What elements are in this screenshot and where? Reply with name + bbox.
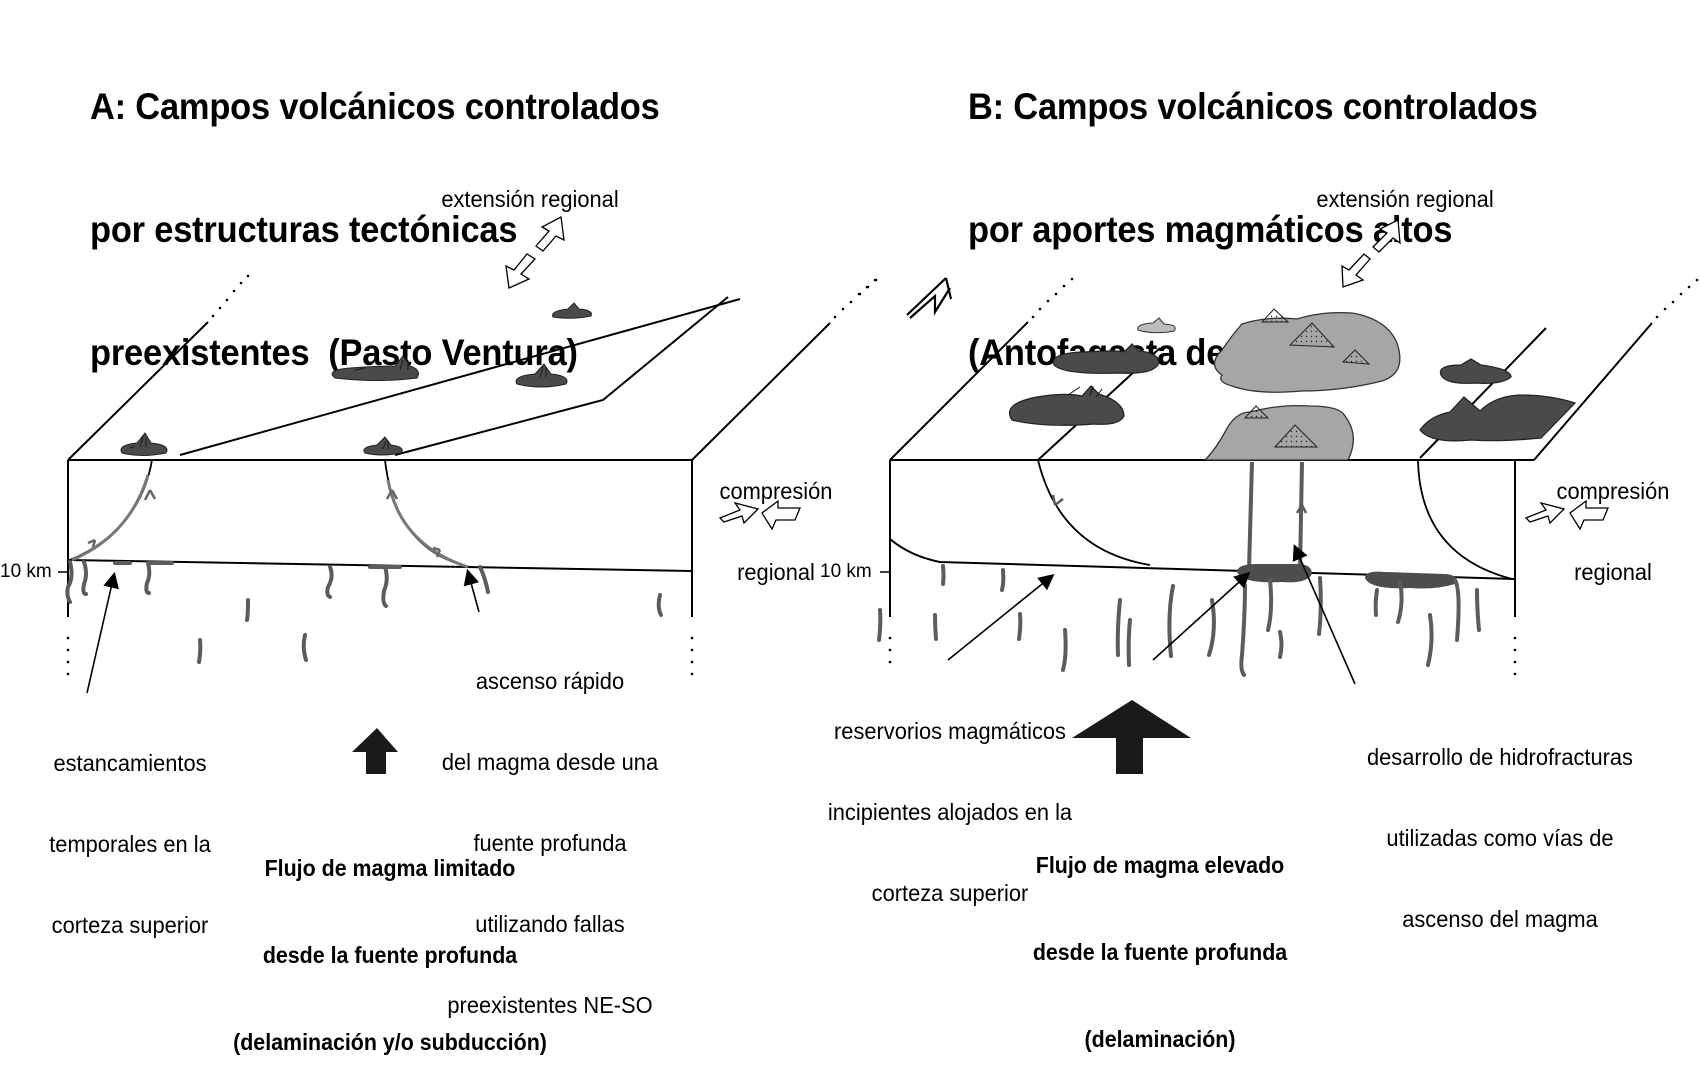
volcano-a3 — [331, 355, 419, 381]
panel-b-reservoir-2 — [1365, 571, 1457, 589]
panel-a-magma-path-1 — [71, 474, 150, 562]
panel-a-right-edge — [691, 322, 831, 461]
panel-a-left-annotation: estancamientos temporales en la corteza … — [35, 696, 225, 966]
panel-a-depth-label: 10 km — [0, 561, 52, 582]
diagram-canvas — [58, 215, 1699, 774]
panel-a-title: A: Campos volcánicos controlados por est… — [90, 4, 660, 414]
panel-b-compression-line-2: regional — [1574, 559, 1652, 585]
annotation-line: fuente profunda — [473, 830, 627, 856]
volcano-a4 — [515, 363, 568, 388]
north-arrow-icon — [906, 277, 953, 319]
flux-line: Flujo de magma limitado — [264, 855, 516, 881]
panel-a-block — [58, 215, 877, 774]
panel-b-fault-section-1 — [1037, 459, 1151, 566]
panel-a-flux-arrow-icon — [352, 728, 398, 774]
flux-line: (delaminación y/o subducción) — [233, 1029, 547, 1055]
panel-a-extension-arrow-icon — [505, 215, 565, 289]
volcano-a1 — [120, 432, 168, 456]
flux-line: desde la fuente profunda — [1032, 939, 1288, 965]
panel-a-dikes — [65, 560, 663, 664]
panel-b-bottom-dots — [888, 636, 1517, 676]
annotation-line: del magma desde una — [441, 749, 659, 775]
panel-a-left-pointer — [86, 571, 119, 694]
panel-a-title-line-1: A: Campos volcánicos controlados — [90, 86, 660, 127]
panel-a-volcanoes — [120, 302, 592, 456]
annotation-line: estancamientos — [53, 750, 207, 776]
flux-line: (delaminación) — [1084, 1026, 1236, 1052]
panel-b-compression-label: compresión regional — [1551, 424, 1675, 613]
panel-a-magma-path-2 — [386, 479, 469, 569]
panel-a-left-edge — [67, 321, 209, 461]
panel-b-lava-field-dark-1 — [1008, 385, 1125, 426]
panel-b-lava-field-light-lower — [1203, 404, 1354, 461]
panel-a-compression-arrows-icon — [718, 499, 801, 531]
panel-b-fault-section-2 — [1417, 459, 1513, 580]
annotation-line: utilizadas como vías de — [1386, 825, 1614, 851]
panel-b-depth-label: 10 km — [820, 561, 872, 582]
panel-b-lava-field-light-large — [1213, 308, 1401, 393]
panel-b-lava-field-dark-right — [1419, 358, 1577, 442]
panel-a-compression-label: compresión regional — [719, 424, 833, 613]
panel-b-compression-arrows-icon — [1524, 499, 1609, 531]
panel-b-left-pointer — [947, 573, 1055, 661]
panel-b-left-edge-dots — [858, 277, 1074, 319]
annotation-line: incipientes alojados en la — [827, 799, 1073, 825]
volcano-a2 — [363, 436, 403, 456]
annotation-line: ascenso rápido — [475, 668, 625, 694]
volcano-a5 — [552, 302, 592, 319]
panel-b-left-edge — [889, 321, 1029, 461]
panel-b-right-annotation: desarrollo de hidrofracturas utilizadas … — [1348, 690, 1652, 960]
annotation-line: temporales en la — [49, 831, 211, 857]
panel-b-reservoir-pointer — [1152, 571, 1251, 661]
panel-b-extension-label: extensión regional — [1316, 186, 1494, 212]
panel-a-compression-line-2: regional — [737, 559, 815, 585]
flux-line: Flujo de magma elevado — [1035, 852, 1285, 878]
panel-b-hydrofracture-pointer — [1292, 544, 1356, 685]
panel-a-fault-trace-1 — [179, 298, 741, 456]
panel-b-lava-field-dark-2 — [1052, 343, 1160, 374]
panel-b-lava-field-small-light — [1137, 317, 1176, 334]
panel-a-left-edge-dots — [211, 274, 250, 318]
panel-b-right-edge — [1533, 322, 1653, 461]
panel-b-extension-arrow-icon — [1341, 218, 1401, 288]
panel-b-title-line-2: por aportes magmáticos altos — [968, 209, 1453, 250]
panel-b-block — [858, 218, 1699, 774]
panel-a-bottom-dots — [66, 636, 694, 676]
annotation-line: corteza superior — [51, 912, 209, 938]
panel-a-flux-label: Flujo de magma limitado desde la fuente … — [204, 796, 576, 1086]
panel-a-right-pointer — [463, 568, 480, 613]
panel-b-title-line-1: B: Campos volcánicos controlados — [968, 86, 1538, 127]
panel-a-fault-trace-2 — [394, 296, 729, 456]
panel-a-fault-section-1 — [69, 459, 153, 561]
panel-a-compression-line-1: compresión — [719, 478, 833, 504]
panel-a-right-edge-dots — [833, 278, 877, 319]
panel-b-flux-label: Flujo de magma elevado desde la fuente p… — [1030, 793, 1290, 1083]
panel-b-hydrofracture-1 — [1247, 461, 1254, 571]
panel-b-right-edge-dots — [1655, 278, 1699, 319]
panel-b-reservoir-1 — [1237, 564, 1312, 583]
flux-line: desde la fuente profunda — [262, 942, 518, 968]
panel-a-title-line-3: preexistentes (Pasto Ventura) — [90, 332, 578, 373]
panel-a-title-line-2: por estructuras tectónicas — [90, 209, 518, 250]
panel-a-extension-label: extensión regional — [441, 186, 619, 212]
panel-b-compression-line-1: compresión — [1556, 478, 1670, 504]
panel-b-hydrofracture-2 — [1298, 461, 1304, 571]
annotation-line: ascenso del magma — [1402, 906, 1598, 932]
panel-b-flux-arrow-icon — [1072, 700, 1191, 774]
annotation-line: desarrollo de hidrofracturas — [1367, 744, 1633, 770]
annotation-line: reservorios magmáticos — [834, 718, 1066, 744]
panel-b-10km-horizon — [889, 538, 1516, 580]
